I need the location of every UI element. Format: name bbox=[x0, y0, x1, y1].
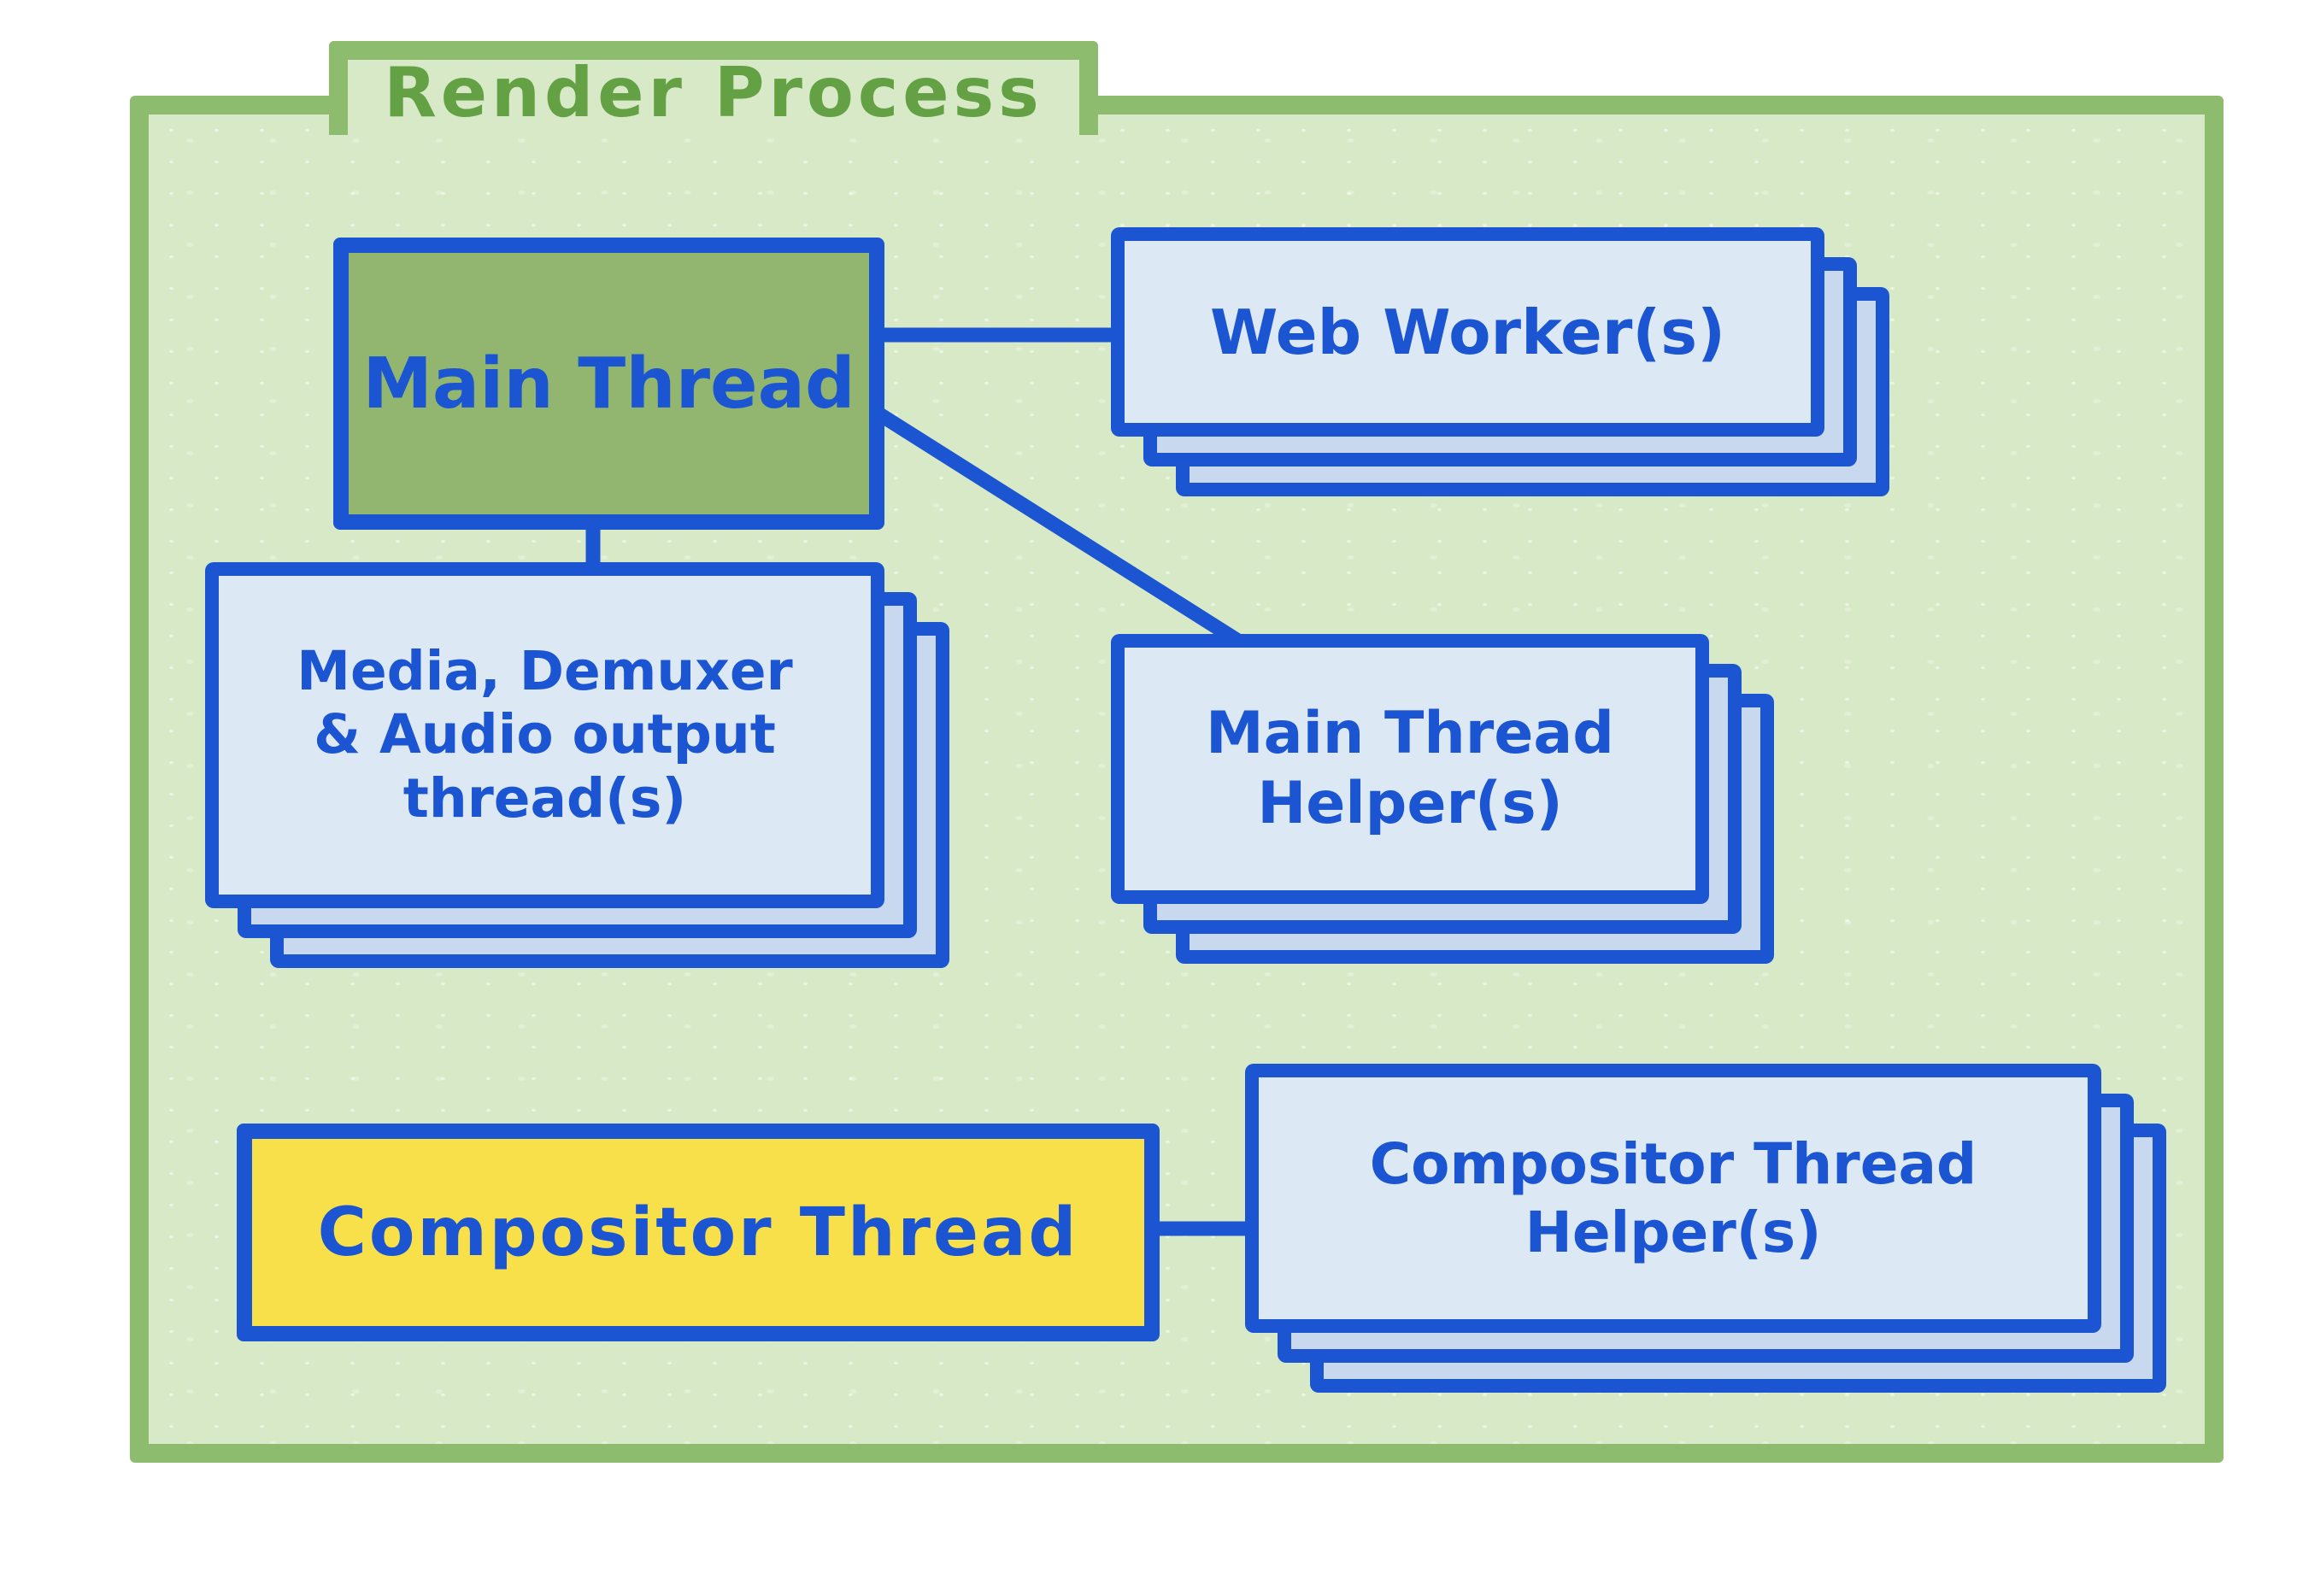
edge-main-thread-main-thread-helpers bbox=[871, 406, 1248, 650]
node-main-thread: Main Thread bbox=[333, 238, 884, 530]
media-threads-label-line-3: thread(s) bbox=[402, 766, 687, 830]
main-thread-label: Main Thread bbox=[362, 343, 855, 425]
media-threads-label-line-1: Media, Demuxer bbox=[297, 640, 793, 702]
render-process-folder-tab bbox=[329, 41, 1098, 135]
compositor-thread-helpers-label-line-1: Compositor Thread bbox=[1369, 1131, 1977, 1198]
compositor-thread-label: Compositor Thread bbox=[317, 1194, 1079, 1271]
node-media-threads: Media, Demuxer & Audio output thread(s) bbox=[205, 562, 884, 908]
diagram-title: Render Process bbox=[384, 53, 1043, 132]
compositor-thread-helpers-label-line-2: Helper(s) bbox=[1524, 1199, 1822, 1265]
node-web-workers: Web Worker(s) bbox=[1111, 227, 1824, 437]
media-threads-label-line-2: & Audio output bbox=[314, 703, 776, 766]
node-main-thread-helpers: Main Thread Helper(s) bbox=[1111, 634, 1709, 904]
web-workers-label: Web Worker(s) bbox=[1209, 296, 1726, 368]
main-thread-helpers-label-line-1: Main Thread bbox=[1206, 700, 1614, 768]
main-thread-helpers-label-line-2: Helper(s) bbox=[1257, 770, 1563, 837]
node-compositor-thread: Compositor Thread bbox=[237, 1124, 1160, 1341]
node-compositor-thread-helpers: Compositor Thread Helper(s) bbox=[1245, 1064, 2101, 1333]
